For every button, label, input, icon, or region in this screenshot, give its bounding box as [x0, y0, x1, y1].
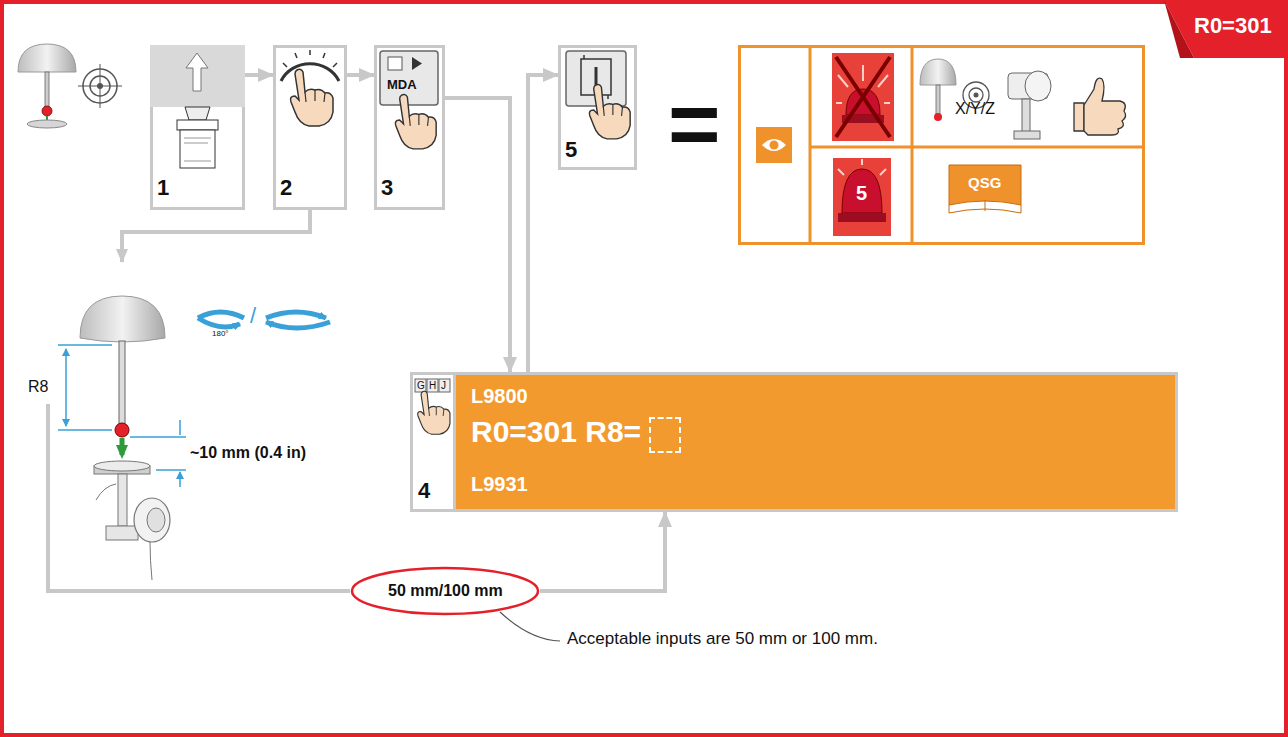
- node-text: MDA: [387, 78, 417, 92]
- dimension-label: R8: [28, 378, 48, 396]
- page-tab: R0=301: [1150, 0, 1288, 58]
- input-placeholder: [649, 417, 681, 453]
- note-text: Acceptable inputs are 50 mm or 100 mm.: [567, 630, 878, 649]
- node-text: 1: [157, 176, 169, 200]
- step-box: 1: [150, 45, 245, 210]
- node-text: 4: [418, 479, 430, 503]
- equals-sign: =: [668, 88, 721, 160]
- rotation-label: 180°: [212, 330, 229, 339]
- node-text: 3: [381, 176, 393, 200]
- leader-line: [48, 404, 350, 591]
- node-text: 5: [565, 138, 577, 162]
- node-text: QSG: [968, 175, 1001, 192]
- node-text: L9800: [471, 385, 528, 407]
- flow-arrow: [245, 73, 273, 77]
- input-callout: 50 mm/100 mm: [350, 566, 540, 616]
- callout-line: [500, 612, 560, 641]
- node-text: L9931: [471, 473, 528, 495]
- node-text: H: [429, 380, 436, 391]
- node-text: R0=301 R8=: [471, 415, 641, 448]
- step-box: 5: [558, 45, 637, 170]
- flow-arrow: [347, 73, 374, 77]
- leader-line: [122, 210, 310, 262]
- probe-illustration: [58, 296, 330, 580]
- probe-icon: [18, 44, 122, 128]
- result-table-picture: [738, 45, 1145, 245]
- separator: /: [250, 304, 256, 328]
- node-text: 50 mm/100 mm: [388, 582, 503, 600]
- key-box: GHJ 4: [413, 375, 456, 509]
- node-text: G: [417, 380, 425, 391]
- dimension-label: ~10 mm (0.4 in): [190, 444, 306, 462]
- node-text: 5: [856, 182, 867, 204]
- step-box: MDA 3: [374, 45, 445, 210]
- result-table: X/Y/Z 5 QSG: [738, 45, 1145, 245]
- node-text: R0=301: [1194, 14, 1272, 38]
- step-box: 2: [273, 45, 347, 210]
- command-panel: L9800R0=301 R8= L9931 GHJ 4: [410, 372, 1178, 512]
- flow-arrow: [540, 512, 665, 591]
- node-text: J: [441, 380, 446, 391]
- flow-arrow: [528, 75, 558, 372]
- flow-arrow: [445, 98, 510, 372]
- node-text: 2: [280, 176, 292, 200]
- node-text: X/Y/Z: [955, 100, 995, 118]
